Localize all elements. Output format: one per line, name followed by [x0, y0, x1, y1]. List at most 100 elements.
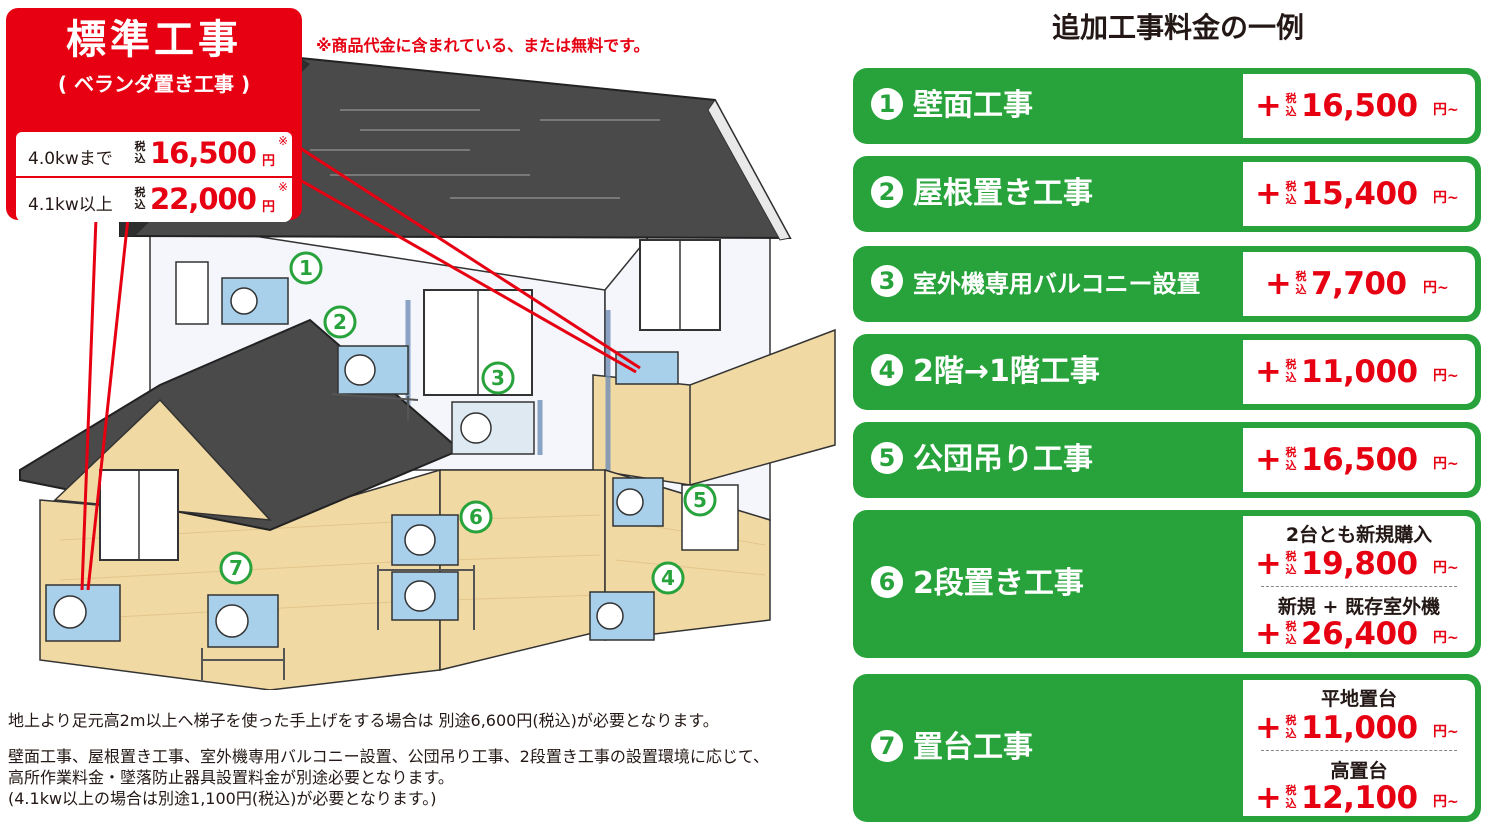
num-badge: 7: [871, 730, 903, 762]
price-box: + 税込 7,700 円~: [1243, 252, 1475, 316]
price-value: 16,500: [1301, 442, 1418, 478]
option-caption: 平地置台: [1320, 688, 1397, 710]
work-name: 室外機専用バルコニー設置: [913, 270, 1201, 298]
standard-work-callout: 標準工事 ( ベランダ置き工事 ) 4.0kwまで 税込 16,500 円 ※ …: [6, 8, 302, 222]
price-line: + 税込 19,800 円~: [1243, 544, 1475, 584]
work-name: 置台工事: [913, 730, 1033, 765]
additional-work-title: 追加工事料金の一例: [1051, 11, 1304, 44]
tax-label: 税込: [1285, 550, 1297, 576]
gable-edge: [707, 99, 791, 241]
price-value: 12,100: [1301, 780, 1418, 816]
price-value: 11,000: [1301, 354, 1418, 390]
plus-sign: +: [1255, 614, 1282, 652]
svg-text:6: 6: [469, 505, 483, 529]
yen-label: 円~: [1423, 280, 1449, 296]
num-badge: 6: [871, 566, 903, 598]
option-caption: 2台とも新規購入: [1285, 524, 1433, 546]
work-label: 7 置台工事: [871, 728, 1033, 768]
price-line: + 税込 11,000 円~: [1243, 352, 1475, 392]
price-box: + 税込 16,500 円~: [1243, 74, 1475, 138]
marker-4: 4: [651, 561, 685, 595]
tax-label: 税込: [1285, 358, 1297, 384]
work-label: 2 屋根置き工事: [871, 174, 1093, 214]
marker-7: 7: [219, 551, 253, 585]
yen-label: 円~: [1433, 190, 1459, 206]
plus-sign: +: [1255, 174, 1282, 212]
marker-1: 1: [289, 251, 323, 285]
tax-label: 税込: [1285, 620, 1297, 646]
svg-text:1: 1: [299, 256, 313, 280]
yen-label: 円~: [1433, 630, 1459, 646]
num-badge: 1: [871, 88, 903, 120]
standard-price-row: 4.0kwまで 税込 16,500 円 ※: [16, 132, 292, 176]
house-illustration: 1 2 3 4 5 6 7: [19, 56, 836, 690]
capacity-label: 4.1kw以上: [28, 195, 113, 215]
price-line: + 税込 15,400 円~: [1243, 174, 1475, 214]
svg-text:3: 3: [491, 366, 505, 390]
tax-label: 税込: [1285, 92, 1297, 118]
yen-label: 円: [262, 154, 276, 169]
svg-text:4: 4: [661, 566, 675, 590]
work-label: 4 2階→1階工事: [871, 352, 1100, 392]
price-box: + 税込 15,400 円~: [1243, 162, 1475, 226]
price-box: + 税込 11,000 円~: [1243, 340, 1475, 404]
standard-work-subtitle: ( ベランダ置き工事 ): [57, 72, 251, 96]
price-box: 平地置台 + 税込 11,000 円~ 高置台 + 税込 12,100 円~: [1243, 680, 1475, 816]
option-caption: 高置台: [1330, 760, 1388, 782]
price-value: 16,500: [150, 136, 257, 170]
price-line: + 税込 12,100 円~: [1243, 778, 1475, 818]
work-label: 3 室外機専用バルコニー設置: [871, 264, 1201, 304]
tax-label: 税込: [1285, 714, 1297, 740]
work-card-7: 7 置台工事 平地置台 + 税込 11,000 円~ 高置台 + 税込 12,10…: [853, 674, 1481, 822]
num-badge: 4: [871, 354, 903, 386]
marker-2: 2: [323, 305, 357, 339]
tax-label: 税込: [134, 140, 146, 165]
price-line: + 税込 16,500 円~: [1243, 440, 1475, 480]
tax-label: 税込: [1285, 180, 1297, 206]
footnote-mark: ※: [278, 134, 289, 148]
price-line: + 税込 26,400 円~: [1243, 614, 1475, 654]
tax-label: 税込: [1285, 446, 1297, 472]
note-ladder: 地上より足元高2m以上へ梯子を使った手上げをする場合は 別途6,600円(税込)…: [8, 711, 719, 730]
tax-label: 税込: [1285, 784, 1297, 810]
footnote-mark: ※: [278, 180, 289, 194]
price-line: + 税込 16,500 円~: [1243, 86, 1475, 126]
svg-text:7: 7: [229, 556, 243, 580]
note-height-3: (4.1kw以上の場合は別途1,100円(税込)が必要となります。): [8, 789, 437, 808]
standard-price-row: 4.1kw以上 税込 22,000 円 ※: [16, 178, 292, 222]
work-name: 屋根置き工事: [913, 176, 1093, 211]
work-name: 公団吊り工事: [913, 442, 1093, 477]
work-name: 2階→1階工事: [913, 354, 1100, 389]
house-markers: 1 2 3 4 5 6 7: [219, 251, 717, 595]
yen-label: 円: [262, 200, 276, 215]
price-value: 7,700: [1311, 266, 1407, 302]
yen-label: 円~: [1433, 794, 1459, 810]
price-box: + 税込 16,500 円~: [1243, 428, 1475, 492]
work-card-4: 4 2階→1階工事 + 税込 11,000 円~: [853, 334, 1481, 410]
yen-label: 円~: [1433, 368, 1459, 384]
svg-text:2: 2: [333, 310, 347, 334]
num-badge: 3: [871, 265, 903, 297]
price-line: + 税込 11,000 円~: [1243, 708, 1475, 748]
plus-sign: +: [1265, 264, 1292, 302]
plus-sign: +: [1255, 352, 1282, 390]
plus-sign: +: [1255, 544, 1282, 582]
standard-work-title: 標準工事: [66, 17, 242, 63]
standard-note: ※商品代金に含まれている、または無料です。: [316, 36, 650, 55]
price-value: 19,800: [1301, 546, 1418, 582]
yen-label: 円~: [1433, 456, 1459, 472]
marker-5: 5: [683, 483, 717, 517]
note-height-1: 壁面工事、屋根置き工事、室外機専用バルコニー設置、公団吊り工事、2段置き工事の設…: [8, 747, 770, 766]
price-line: + 税込 7,700 円~: [1243, 264, 1475, 304]
price-value: 22,000: [150, 182, 257, 216]
num-badge: 2: [871, 176, 903, 208]
divider: [1261, 586, 1457, 587]
svg-text:5: 5: [693, 488, 707, 512]
note-height-2: 高所作業料金・墜落防止器具設置料金が別途必要となります。: [8, 768, 454, 787]
marker-3: 3: [481, 361, 515, 395]
